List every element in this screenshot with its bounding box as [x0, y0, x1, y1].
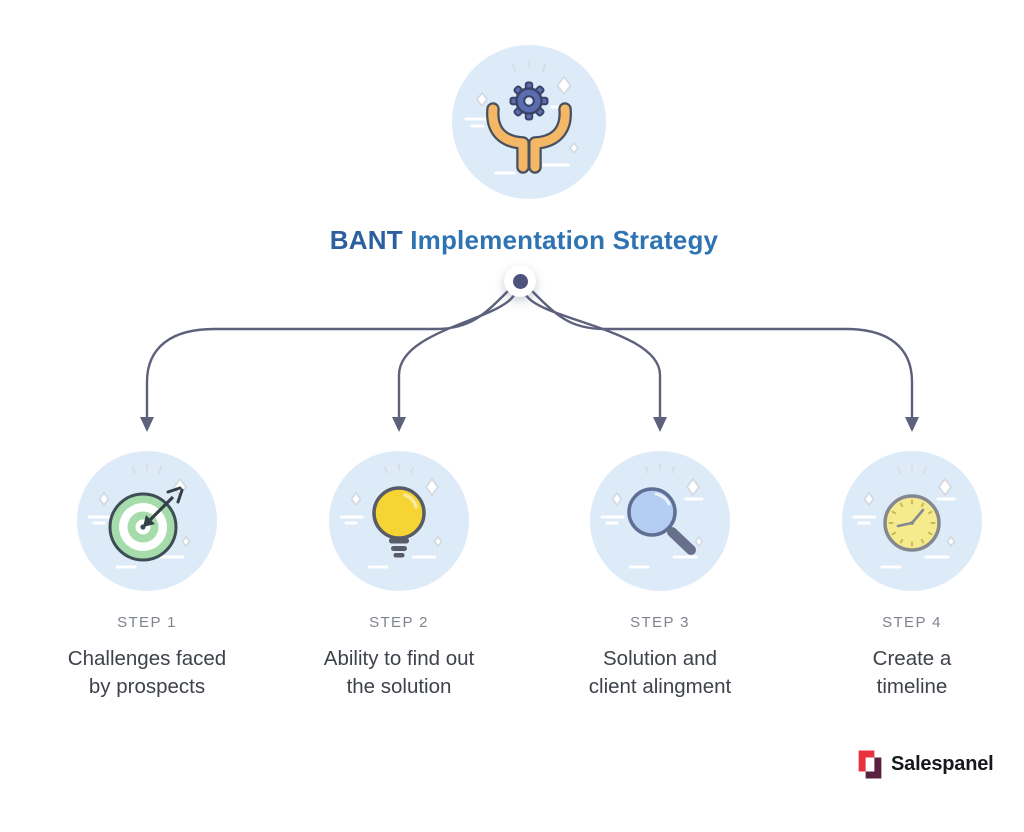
brand-name: Salespanel	[891, 753, 994, 775]
arrowhead-step2	[392, 417, 406, 432]
step-4-label: STEP 4	[882, 614, 942, 631]
magnifier-icon	[590, 451, 730, 591]
decor-dashes	[339, 515, 437, 569]
target-shape	[108, 486, 184, 562]
arrowhead-step4	[905, 417, 919, 432]
target-icon	[77, 451, 217, 591]
decor-dashes	[852, 497, 956, 569]
hub-dot	[512, 273, 528, 289]
hands-shape	[486, 102, 572, 174]
step-1-line-2: by prospects	[88, 675, 206, 698]
hub-node	[504, 265, 536, 297]
clock-shape	[883, 494, 941, 552]
clock-icon	[842, 451, 982, 591]
sparkle-rays	[512, 60, 546, 72]
page-title: BANT Implementation Strategy	[12, 225, 1024, 256]
sparkle-rays	[384, 463, 414, 474]
gear-shape	[509, 81, 549, 121]
connector-outer-left	[145, 289, 510, 420]
lightbulb-icon	[329, 451, 469, 591]
connector-inner-left	[397, 293, 516, 420]
step-4-column: STEP 4 Create a timeline	[790, 451, 1024, 701]
sparkle-diamonds	[611, 477, 704, 548]
decor-dashes	[87, 515, 185, 569]
step-4-description: Create a timeline	[790, 645, 1024, 701]
sparkle-diamonds	[475, 75, 580, 155]
salespanel-logo-icon	[858, 750, 882, 779]
connector-outer-right	[530, 289, 914, 420]
step-3-description: Solution and client alingment	[538, 645, 782, 701]
step-2-column: STEP 2 Ability to find out the solution	[277, 451, 521, 701]
step-1-column: STEP 1 Challenges faced by prospects	[25, 451, 269, 701]
step-1-line-1: Challenges faced	[67, 647, 227, 670]
connector-inner-right	[524, 293, 662, 420]
hands-holding-gear-icon	[452, 45, 606, 199]
step-3-line-2: client alingment	[588, 675, 732, 698]
sparkle-diamonds	[863, 477, 956, 548]
sparkle-rays	[132, 463, 162, 474]
step-1-description: Challenges faced by prospects	[25, 645, 269, 701]
arrowhead-step1	[140, 417, 154, 432]
step-3-line-1: Solution and	[603, 647, 717, 670]
step-3-label: STEP 3	[630, 614, 690, 631]
title-rest: Implementation Strategy	[402, 225, 719, 256]
step-2-line-1: Ability to find out	[323, 647, 475, 670]
decor-dashes	[600, 497, 704, 569]
step-4-line-1: Create a	[872, 647, 952, 670]
sparkle-diamonds	[350, 477, 443, 548]
step-4-line-2: timeline	[876, 675, 948, 698]
title-bant: BANT	[329, 225, 403, 256]
step-1-label: STEP 1	[117, 614, 177, 631]
step-3-column: STEP 3 Solution and client alingment	[538, 451, 782, 701]
arrowhead-step3	[653, 417, 667, 432]
sparkle-rays	[645, 463, 675, 474]
magnifier-shape	[627, 487, 696, 555]
step-2-description: Ability to find out the solution	[277, 645, 521, 701]
sparkle-rays	[897, 463, 927, 474]
step-2-line-2: the solution	[346, 675, 452, 698]
step-2-label: STEP 2	[369, 614, 429, 631]
brand-logo: Salespanel	[856, 748, 994, 781]
bulb-shape	[372, 486, 426, 558]
